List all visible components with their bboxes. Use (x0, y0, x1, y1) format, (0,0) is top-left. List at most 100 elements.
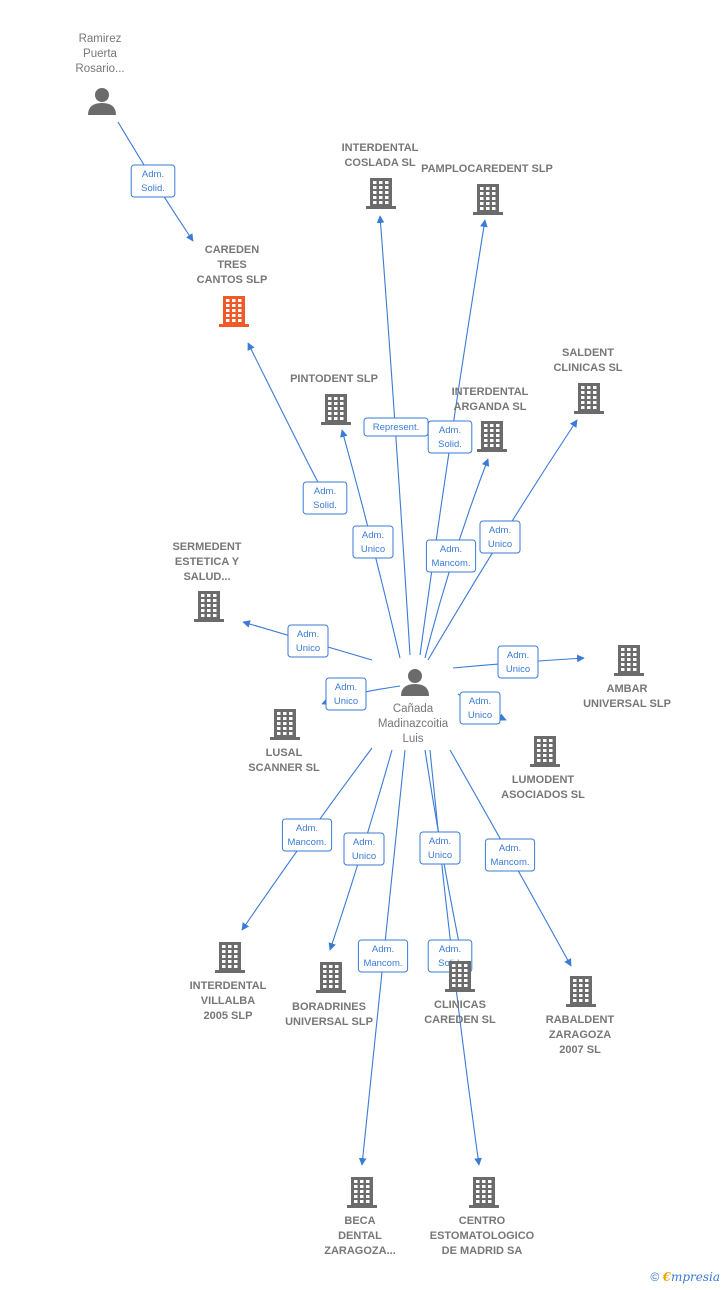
edge-labels-layer: Adm.Solid.Adm.Solid.Represent.Adm.Solid.… (130, 164, 539, 973)
relation-label-rabaldent[interactable]: Adm.Mancom. (484, 838, 536, 872)
relation-label-interdental_coslada[interactable]: Represent. (363, 417, 429, 437)
relation-label-lumodent[interactable]: Adm.Unico (459, 691, 501, 725)
node-label-line: DE MADRID SA (442, 1245, 523, 1257)
node-label-line: INTERDENTAL (452, 386, 529, 398)
relation-label-text: Solid. (313, 500, 337, 511)
node-label-line: PAMPLOCAREDENT SLP (421, 163, 553, 175)
relation-label-text: Mancom. (431, 558, 470, 569)
relation-label-saldent[interactable]: Adm.Unico (479, 520, 521, 554)
relation-label-clinicas_careden[interactable]: Adm.Unico (419, 831, 461, 865)
relation-label-text: Represent. (373, 422, 419, 433)
node-label-line: Ramirez (79, 33, 122, 45)
node-label-line: INTERDENTAL (190, 980, 267, 992)
building-icon (469, 1177, 499, 1208)
relation-label-box (281, 818, 333, 852)
node-label: PINTODENT SLP (290, 373, 378, 385)
node-label-line: ESTOMATOLOGICO (430, 1230, 535, 1242)
node-label-line: Puerta (83, 48, 117, 60)
building-icon (574, 383, 604, 414)
node-label-line: LUMODENT (512, 774, 575, 786)
relation-label-text: Adm. (362, 530, 384, 541)
relation-label-text: Adm. (439, 425, 461, 436)
relation-label-beca[interactable]: Adm.Mancom. (357, 939, 409, 973)
building-icon (477, 421, 507, 452)
building-icon (194, 591, 224, 622)
relation-label-text: Adm. (440, 544, 462, 555)
relation-label-interdental_arganda[interactable]: Adm. Mancom. (425, 539, 477, 573)
building-icon (347, 1177, 377, 1208)
relation-label-text: Adm. (439, 944, 461, 955)
relation-label-pamplocaredent[interactable]: Adm.Solid. (427, 420, 473, 454)
person-icon (88, 88, 116, 115)
relation-label-text: Adm. (142, 169, 164, 180)
node-label-line: CAREDEN SL (424, 1014, 496, 1026)
node-label-line: DENTAL (338, 1230, 382, 1242)
relation-label-box (352, 525, 394, 559)
relation-label-lusal[interactable]: Adm.Unico (325, 677, 367, 711)
relation-label-boradrines[interactable]: Adm.Unico (343, 832, 385, 866)
relation-label-text: Unico (488, 539, 512, 550)
node-pamplocaredent[interactable]: PAMPLOCAREDENT SLP (421, 163, 553, 215)
relation-label-box (484, 838, 536, 872)
node-label-line: SERMEDENT (172, 541, 241, 553)
node-label-line: COSLADA SL (344, 157, 415, 169)
node-label-line: VILLALBA (201, 995, 255, 1007)
relation-label-text: Unico (334, 696, 358, 707)
relation-label-box (343, 832, 385, 866)
building-icon (614, 645, 644, 676)
building-icon (473, 184, 503, 215)
copyright-symbol: © (650, 1270, 660, 1284)
relation-label-text: Adm. (429, 836, 451, 847)
node-interdental-coslada[interactable]: INTERDENTAL COSLADA SL (342, 142, 419, 209)
relation-label-ambar[interactable]: Adm.Unico (497, 645, 539, 679)
relation-label-careden[interactable]: Adm.Solid. (130, 164, 176, 198)
relation-label-box (287, 624, 329, 658)
node-label-line: UNIVERSAL SLP (285, 1016, 373, 1028)
node-label-line: 2007 SL (559, 1044, 601, 1056)
relation-label-text: Adm. (296, 823, 318, 834)
relation-label-careden[interactable]: Adm.Solid. (302, 481, 348, 515)
relation-label-pintodent[interactable]: Adm.Unico (352, 525, 394, 559)
node-label-line: RABALDENT (546, 1014, 615, 1026)
node-label-line: Rosario... (75, 63, 124, 75)
person-icon (401, 669, 429, 696)
node-pintodent[interactable]: PINTODENT SLP (290, 373, 378, 425)
node-label-line: ZARAGOZA... (324, 1245, 396, 1257)
node-interdental-villalba[interactable]: INTERDENTAL VILLALBA 2005 SLP (190, 942, 267, 1022)
brand-logo[interactable]: €mpresia (662, 1270, 720, 1284)
relation-label-sermedent[interactable]: Adm.Unico (287, 624, 329, 658)
node-label-line: Cañada (393, 703, 434, 715)
relation-label-interdental_villalba[interactable]: Adm.Mancom. (281, 818, 333, 852)
relation-label-box (497, 645, 539, 679)
node-label-line: LUSAL (266, 747, 303, 759)
node-label-line: INTERDENTAL (342, 142, 419, 154)
building-icon (270, 709, 300, 740)
relation-label-text: Adm. (372, 944, 394, 955)
node-label-line: 2005 SLP (204, 1010, 253, 1022)
relation-label-box (427, 420, 473, 454)
node-label: INTERDENTAL COSLADA SL (342, 142, 419, 169)
relation-label-text: Adm. (469, 696, 491, 707)
